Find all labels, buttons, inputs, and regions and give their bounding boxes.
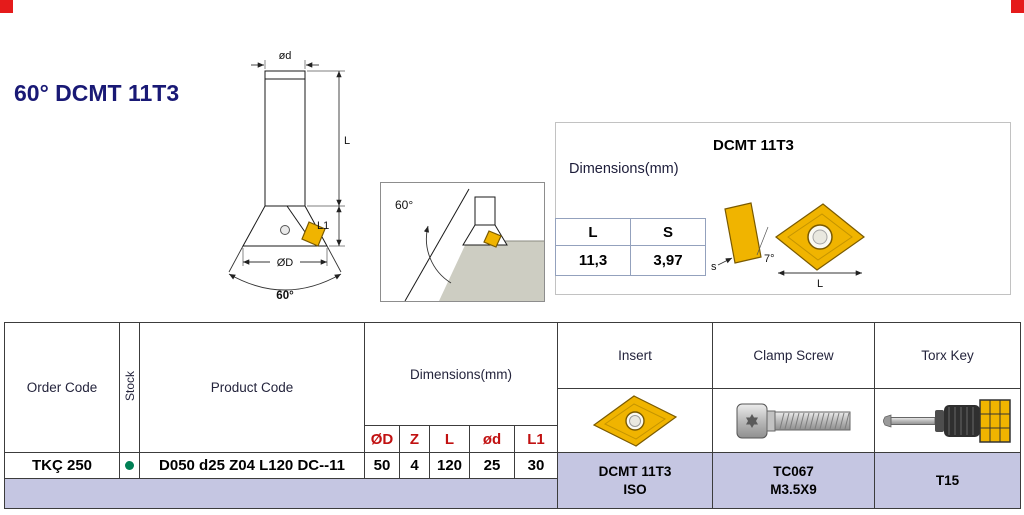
stock-indicator-cell [119,452,140,479]
insert-on-tool [301,221,326,247]
insert-designation: DCMT 11T3 [713,137,794,154]
torx-key-image-cell [874,388,1022,453]
thickness-label: s [711,261,717,273]
subheader-Z: Z [399,425,430,453]
insert-image [592,394,678,447]
col-header-torx-key: Torx Key [874,322,1022,389]
insert-dim-val-l: 11,3 [555,245,631,276]
cutter-diameter-label: ØD [277,257,294,269]
clamp-screw-line1: TC067 [773,463,814,479]
clamp-screw-line2: M3.5X9 [770,481,817,497]
col-header-clamp-screw: Clamp Screw [712,322,876,389]
product-table: Order Code Stock Product Code Dimensions… [3,322,1022,509]
order-code-value: TKÇ 250 [4,452,120,479]
clamp-screw-type-cell: TC067 M3.5X9 [712,452,876,509]
subheader-L: L [429,425,470,453]
col-header-product-code: Product Code [139,322,365,453]
clearance-angle-label: 7° [764,253,775,265]
clamp-screw-image-cell [712,388,876,453]
head-length-label: L1 [317,220,329,232]
value-od: 25 [469,452,515,479]
workpiece-shadow [439,241,544,301]
value-OD: 50 [364,452,400,479]
subheader-L1: L1 [513,425,559,453]
insert-type-line2: ISO [623,481,647,497]
stock-dot [125,461,134,470]
value-L: 120 [429,452,470,479]
torx-key-size: T15 [935,472,960,488]
shank-diameter-label: ød [279,50,292,62]
insert-side-view [724,202,762,264]
page-title: 60° DCMT 11T3 [14,80,180,106]
col-header-dimensions: Dimensions(mm) [363,322,559,426]
subheader-OD: ØD [364,425,400,453]
subheader-od: ød [469,425,515,453]
insert-views-drawing: s 7° L [711,202,865,290]
value-L1: 30 [513,452,559,479]
insert-spec-panel: Dimensions(mm) L S 11,3 3,97 DCMT 11T3 s… [555,122,1011,295]
detail-angle-label: 60° [395,198,413,212]
col-header-order-code: Order Code [4,322,120,453]
chamfer-detail-drawing: 60° [395,188,544,302]
col-header-insert: Insert [557,322,714,389]
torx-key-type-cell: T15 [874,452,1022,509]
insert-dimensions-table: L S 11,3 3,97 [555,218,706,276]
insert-dim-val-s: 3,97 [630,245,706,276]
panel-dimensions-title: Dimensions(mm) [569,161,679,177]
product-code-value: D050 d25 Z04 L120 DC--11 [139,452,365,479]
chamfer-detail-box: 60° [380,182,545,302]
tool-front-view-drawing: ød L L1 ØD 60° [228,50,350,302]
insert-type-line1: DCMT 11T3 [598,463,672,479]
value-Z: 4 [399,452,430,479]
length-label: L [344,135,350,147]
clamp-screw-image [736,403,851,438]
tool-angle-label: 60° [276,290,294,302]
edge-length-label: L [817,278,823,290]
empty-highlight-row [3,478,559,509]
insert-image-cell [557,388,714,453]
torx-key-image [882,398,1011,443]
insert-type-cell: DCMT 11T3 ISO [557,452,714,509]
corner-marker-top-right [1011,0,1024,13]
col-header-stock: Stock [119,322,140,453]
corner-marker-top-left [0,0,13,13]
insert-dim-col-s: S [630,218,706,246]
stock-header-label: Stock [122,370,137,401]
insert-dim-col-l: L [555,218,631,246]
